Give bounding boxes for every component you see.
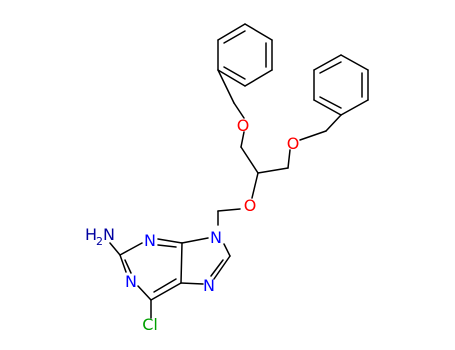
benzene-ring-right <box>313 54 369 116</box>
oxygen-label-right: O <box>287 134 300 153</box>
amine-group-label: H 2 N <box>85 225 115 248</box>
nitrogen-label-n7: N <box>203 276 215 295</box>
purine-core-bonds <box>109 237 231 319</box>
side-chain-bonds <box>217 69 342 226</box>
nitrogen-label-n3: N <box>144 231 156 250</box>
oxygen-label-top: O <box>237 116 250 135</box>
amine-subscript-label: 2 <box>96 235 103 248</box>
amine-n-label: N <box>103 225 115 244</box>
amine-h-label: H <box>85 225 97 244</box>
benzene-ring-left <box>217 23 273 87</box>
nitrogen-label-n9: N <box>210 228 222 247</box>
nitrogen-label-n1: N <box>125 272 137 291</box>
oxygen-label-center: O <box>244 196 257 215</box>
chlorine-label: Cl <box>142 315 158 334</box>
